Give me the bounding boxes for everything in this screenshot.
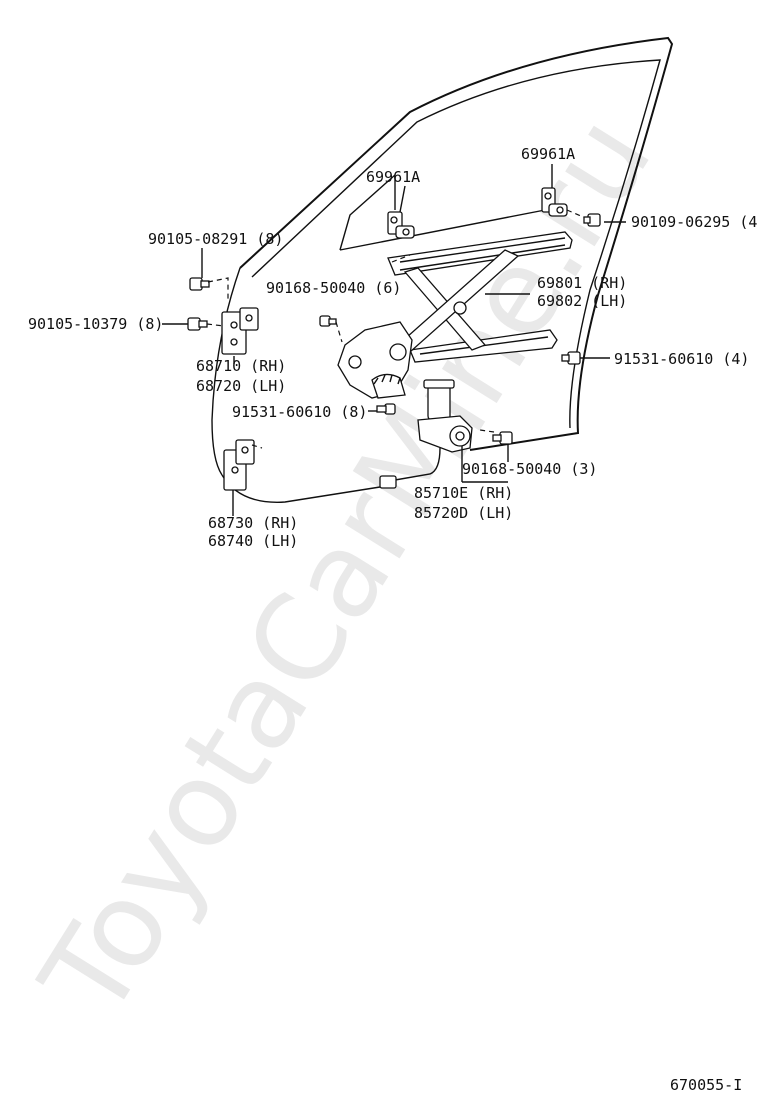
bolt-90109-icon — [583, 213, 601, 227]
window-motor — [379, 379, 473, 489]
label-69961a-right: 69961A — [521, 145, 575, 163]
leader-lines — [162, 164, 626, 516]
dash-90105-10379 — [206, 323, 225, 327]
bolt-90168-top-icon — [319, 315, 337, 327]
figure-code: 670055-I — [670, 1076, 742, 1094]
label-68740: 68740 (LH) — [208, 532, 298, 550]
label-85720d: 85720D (LH) — [414, 504, 513, 522]
label-91531-right: 91531-60610 (4) — [614, 350, 749, 368]
label-69802: 69802 (LH) — [537, 292, 627, 310]
label-91531-left: 91531-60610 (8) — [232, 403, 367, 421]
window-regulator — [337, 231, 573, 399]
label-90109: 90109-06295 (4) — [631, 213, 760, 231]
bracket-69961a-left — [387, 211, 415, 239]
dash-90105-08291 — [207, 277, 229, 300]
bolt-90105-10379-icon — [187, 317, 208, 331]
nut-91531-left-icon — [376, 403, 396, 415]
label-85710e: 85710E (RH) — [414, 484, 513, 502]
dash-regulator-top — [391, 254, 411, 263]
label-68730: 68730 (RH) — [208, 514, 298, 532]
dash-90168-top — [335, 321, 343, 343]
label-90105-10379: 90105-10379 (8) — [28, 315, 163, 333]
dash-hinge-lower — [251, 444, 263, 449]
hinge-upper — [221, 307, 259, 355]
label-69801: 69801 (RH) — [537, 274, 627, 292]
bolt-90168-bottom-icon — [492, 431, 513, 445]
nut-91531-right-icon — [561, 351, 581, 365]
bracket-69961a-right — [541, 187, 568, 217]
dash-90168-bottom — [479, 429, 495, 433]
glass-channel — [339, 209, 546, 251]
hinge-lower — [223, 439, 255, 491]
label-90105-08291: 90105-08291 (8) — [148, 230, 283, 248]
bolt-90105-08291-icon — [189, 277, 210, 291]
label-69961a-left: 69961A — [366, 168, 420, 186]
label-68720: 68720 (LH) — [196, 377, 286, 395]
label-90168-top: 90168-50040 (6) — [266, 279, 401, 297]
label-90168-bottom: 90168-50040 (3) — [462, 460, 597, 478]
watermark: ToyotaCarMine.ru — [14, 93, 678, 1041]
label-68710: 68710 (RH) — [196, 357, 286, 375]
